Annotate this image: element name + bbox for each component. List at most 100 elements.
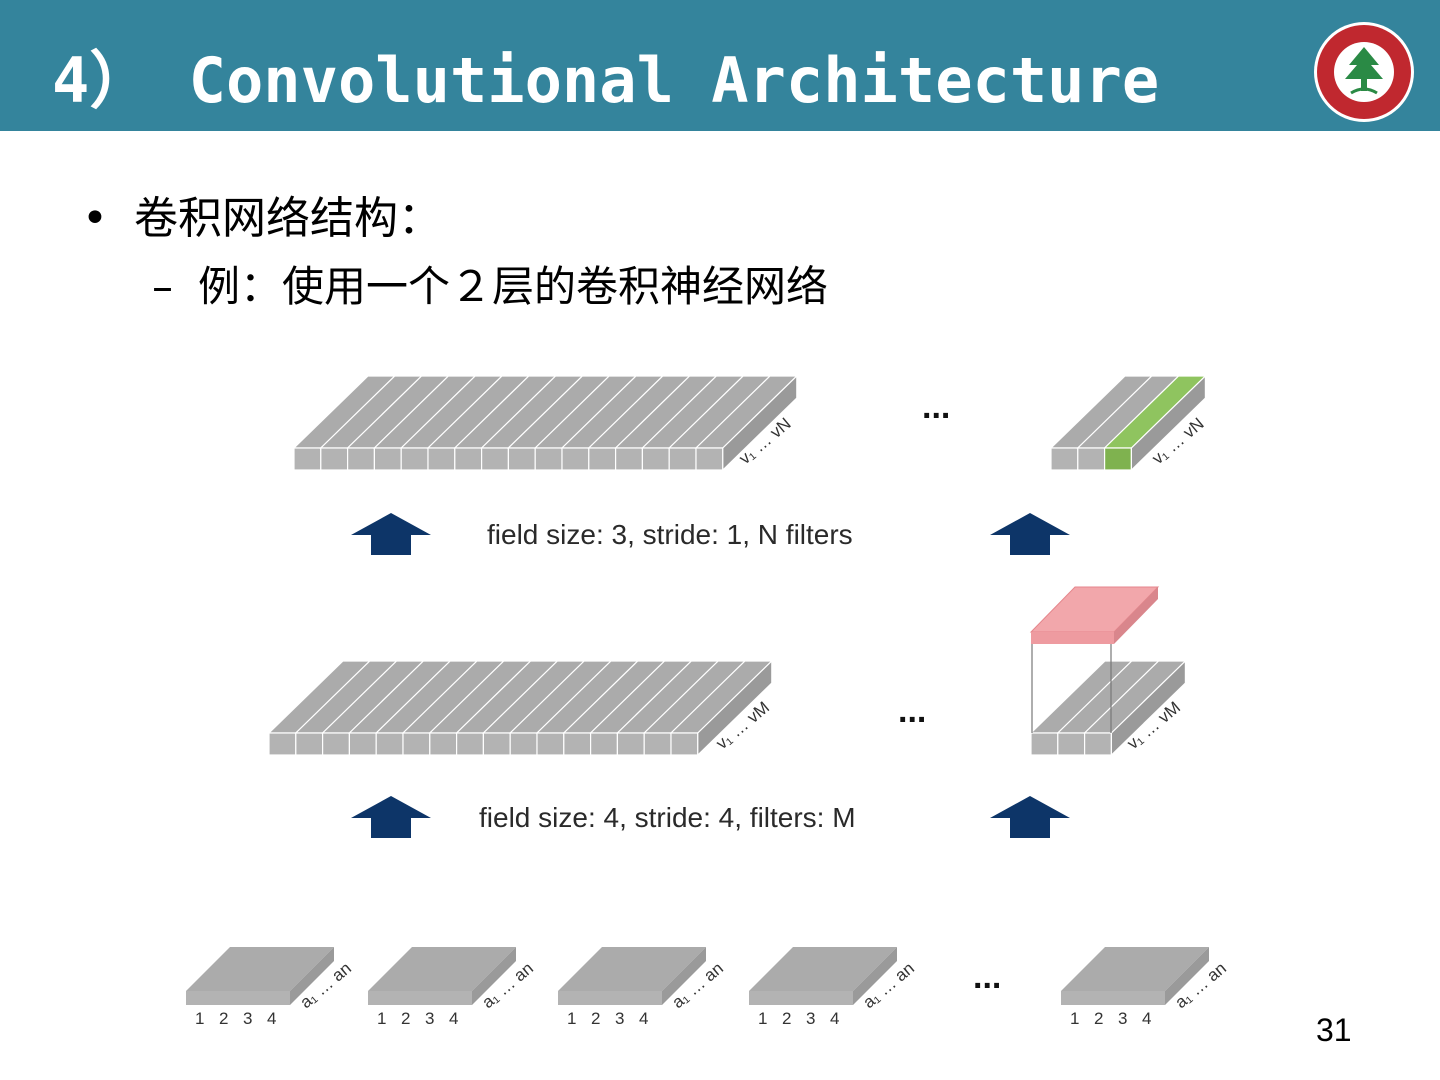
bullet-marker: –: [152, 262, 173, 311]
input-block-front: [558, 991, 662, 1005]
cell-index-label: 3: [806, 1009, 815, 1028]
bar-front: [1077, 447, 1106, 471]
up-arrow-icon: [351, 513, 431, 555]
cell-index-label: 4: [1142, 1009, 1151, 1028]
input-block-side: [1165, 947, 1209, 1005]
bar-front: [322, 732, 351, 756]
bullet-level2: –例：使用一个２层的卷积神经网络: [152, 253, 828, 314]
bar-front: [427, 447, 456, 471]
bar-front: [375, 732, 404, 756]
input-block-side: [290, 947, 334, 1005]
arrow-label-upper: field size: 3, stride: 1, N filters: [487, 519, 853, 550]
bar-front: [454, 447, 483, 471]
bar-front: [402, 732, 431, 756]
bar-front: [1057, 732, 1086, 756]
cell-index-label: 4: [639, 1009, 648, 1028]
cell-index-label: 2: [591, 1009, 600, 1028]
bar-front: [293, 447, 322, 471]
cell-index-label: 1: [377, 1009, 386, 1028]
ellipsis-bottom: ...: [973, 958, 1001, 996]
page-number: 31: [1316, 1012, 1352, 1048]
filter-side: [1114, 587, 1158, 644]
bar-front: [482, 732, 511, 756]
top-feature-map-layer: [292, 374, 799, 472]
bar-front: [670, 732, 699, 756]
bar-front: [481, 447, 510, 471]
up-arrow-icon: [990, 513, 1070, 555]
bar-front: [695, 447, 724, 471]
bar-front: [507, 447, 536, 471]
bar-side: [722, 374, 798, 472]
middle-feature-map-layer-last: [1029, 659, 1187, 757]
bar-front: [509, 732, 538, 756]
bar-front: [268, 732, 297, 756]
cell-index-label: 1: [567, 1009, 576, 1028]
bar-front: [400, 447, 429, 471]
bar-front: [348, 732, 377, 756]
bar-front: [534, 447, 563, 471]
bar-front: [456, 732, 485, 756]
bullet-text: 卷积网络结构：: [134, 193, 442, 244]
input-block-top: [368, 947, 516, 991]
bar-front: [588, 447, 617, 471]
bar-side: [1110, 659, 1187, 757]
input-block-front: [749, 991, 853, 1005]
cell-index-label: 2: [1094, 1009, 1103, 1028]
input-block-side: [472, 947, 516, 1005]
bar-front: [373, 447, 402, 471]
bar-front: [1030, 732, 1059, 756]
input-block-top: [186, 947, 334, 991]
input-block-front: [186, 991, 290, 1005]
cell-index-label: 3: [615, 1009, 624, 1028]
bar-side: [1130, 374, 1207, 472]
middle-feature-map-layer: [267, 659, 774, 757]
cell-index-label: 3: [243, 1009, 252, 1028]
bullet-text: 例：使用一个２层的卷积神经网络: [198, 262, 829, 311]
cell-index-label: 4: [267, 1009, 276, 1028]
filter-box: [1029, 586, 1160, 733]
bar-front: [668, 447, 697, 471]
bullet-level1: • 卷积网络结构：: [82, 182, 442, 246]
cell-index-label: 2: [219, 1009, 228, 1028]
input-block-front: [1061, 991, 1165, 1005]
bullet-marker: •: [82, 193, 108, 244]
bar-front: [347, 447, 376, 471]
input-block-side: [853, 947, 897, 1005]
bar-side: [697, 659, 773, 757]
up-arrow-icon: [990, 796, 1070, 838]
input-block-top: [749, 947, 897, 991]
input-block-top: [1061, 947, 1209, 991]
input-block-top: [558, 947, 706, 991]
cell-index-label: 1: [758, 1009, 767, 1028]
bar-front: [295, 732, 324, 756]
top-feature-map-layer-last: [1049, 374, 1207, 472]
bar-front: [561, 447, 590, 471]
cell-index-label: 1: [195, 1009, 204, 1028]
bar-front: [589, 732, 618, 756]
cell-index-label: 2: [401, 1009, 410, 1028]
bar-front: [643, 732, 672, 756]
bar-front: [641, 447, 670, 471]
cell-index-label: 4: [830, 1009, 839, 1028]
input-block-side: [662, 947, 706, 1005]
ellipsis-middle: ...: [898, 692, 926, 730]
bar-front: [320, 447, 349, 471]
university-logo-icon: [1314, 22, 1414, 122]
bar-front: [616, 732, 645, 756]
up-arrow-icon: [351, 796, 431, 838]
bar-front: [429, 732, 458, 756]
bar-front: [563, 732, 592, 756]
cell-index-label: 3: [425, 1009, 434, 1028]
cell-index-label: 4: [449, 1009, 458, 1028]
bar-front: [1103, 447, 1132, 471]
arrows: [351, 513, 1070, 838]
input-blocks: [186, 947, 1209, 1005]
bar-front: [536, 732, 565, 756]
slide-title: 4） Convolutional Architecture: [52, 44, 1160, 117]
bar-front: [614, 447, 643, 471]
input-block-front: [368, 991, 472, 1005]
bar-front: [1083, 732, 1112, 756]
bar-front: [1050, 447, 1079, 471]
cell-index-label: 1: [1070, 1009, 1079, 1028]
